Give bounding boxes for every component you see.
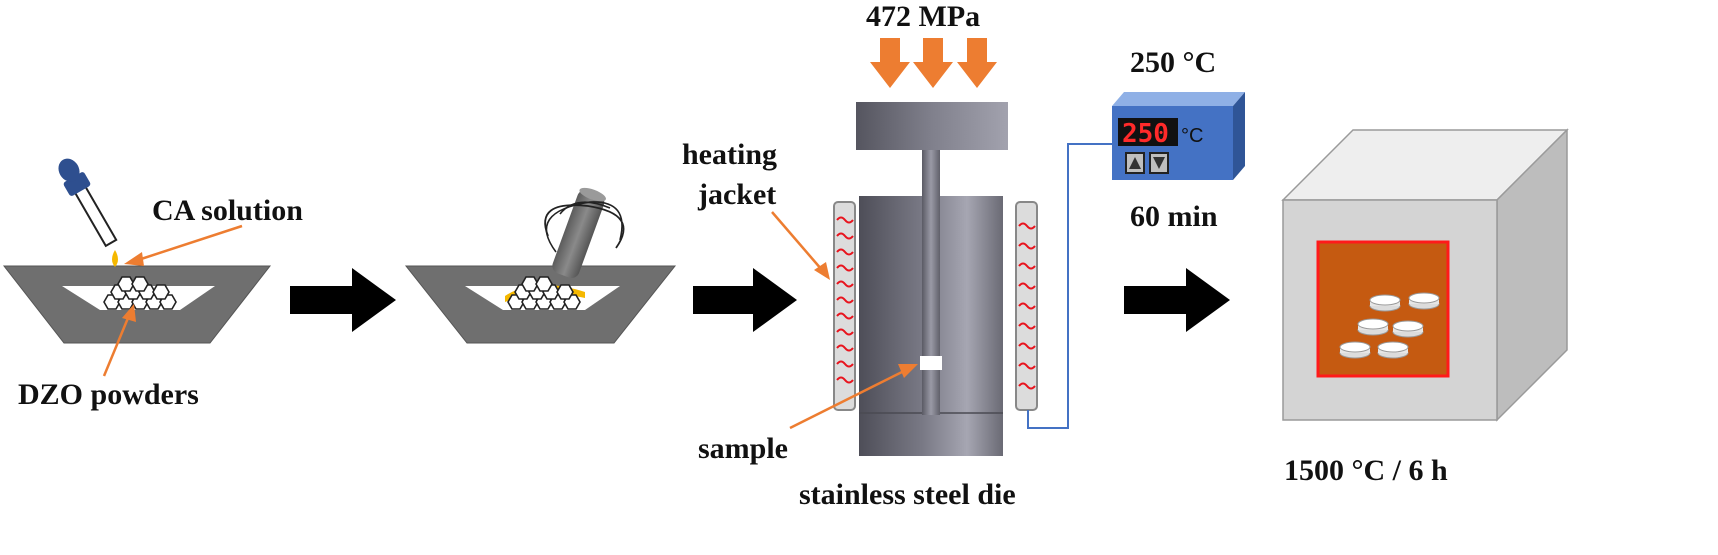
heating-jacket-right <box>1015 201 1038 411</box>
process-arrow-3 <box>1124 268 1230 332</box>
dzo-powders-pointer <box>102 304 136 377</box>
dzo-powders-label: DZO powders <box>18 378 199 411</box>
sample-pellet <box>920 356 942 370</box>
process-arrow-2 <box>693 268 797 332</box>
controller-display <box>1118 118 1178 146</box>
pressure-label: 472 MPa <box>866 0 980 33</box>
ca-solution-label: CA solution <box>152 194 303 227</box>
top-punch-plate <box>856 102 1008 150</box>
heating-jacket-label-line1: heating <box>682 138 777 171</box>
time-label: 60 min <box>1130 200 1218 233</box>
stage-4-sintering: 1500 °C / 6 h <box>1281 128 1569 487</box>
stage-3-pressing: 472 MPa heating jacket <box>682 0 1245 511</box>
ca-solution-drop <box>112 250 118 267</box>
die-label: stainless steel die <box>799 478 1016 511</box>
heating-jacket-left <box>833 201 856 411</box>
sample-label: sample <box>698 432 788 465</box>
heating-jacket-pointer <box>771 211 830 280</box>
controller-up-button <box>1125 152 1145 174</box>
punch-rod <box>922 150 940 415</box>
controller-wire <box>1027 143 1112 429</box>
controller-down-button <box>1149 152 1169 174</box>
temperature-controller: 250 °C <box>1112 92 1245 180</box>
sample-pointer <box>789 364 918 430</box>
sintering-condition-label: 1500 °C / 6 h <box>1284 454 1448 487</box>
process-arrow-1 <box>290 268 396 332</box>
heating-jacket-label-line2: jacket <box>697 178 776 211</box>
stage-2-grinding <box>404 187 677 344</box>
dropper-icon <box>58 158 118 267</box>
pestle-icon <box>544 187 625 278</box>
temperature-label: 250 °C <box>1130 46 1216 79</box>
controller-display-value: 250 <box>1122 119 1169 149</box>
stage-1-mixing: CA solution DZO powders <box>2 158 303 411</box>
controller-unit: °C <box>1181 125 1203 147</box>
ca-solution-pointer <box>124 224 243 266</box>
rotation-motion-lines <box>544 204 625 249</box>
pressure-arrows <box>870 38 997 88</box>
